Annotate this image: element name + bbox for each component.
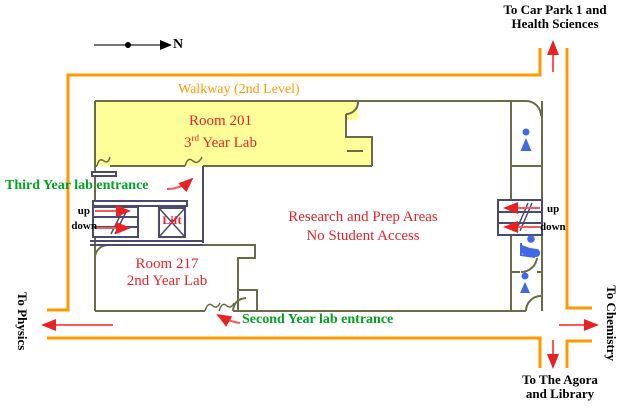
room201-fill [95,101,372,166]
third-year-entrance-label: Third Year lab entrance [5,178,149,193]
north-label: N [173,37,184,52]
right-stairs-down-label: down [540,221,566,233]
building-walls [94,100,543,312]
walkway-corridor-lines [47,48,592,368]
to-agora-label: To The Agora and Library [522,372,598,401]
male-toilet-icon-bottom [520,272,530,293]
walkway-label: Walkway (2nd Level) [178,82,300,97]
lift-shaft [158,207,186,238]
left-stairs-up-label: up [77,205,90,217]
second-entrance-arrow [216,313,241,327]
room201-label: Room 201 3rd Year Lab [184,113,257,151]
north-arrow [94,40,172,50]
third-entrance-arrow [166,177,194,193]
to-physics-label: To Physics [15,291,31,351]
to-car-park-label: To Car Park 1 and Health Sciences [503,2,607,31]
male-toilet-icon-top [520,128,532,151]
to-chemistry-label: To Chemistry [604,285,620,362]
right-staircase [497,199,543,236]
left-stair-landing [92,200,188,207]
room217-label: Room 217 2nd Year Lab [126,256,208,289]
lift-label: Lift [162,213,182,227]
accessible-toilet-icon [520,235,541,258]
left-stairs-down-label: down [71,220,97,232]
toilet-icons [520,128,541,293]
second-year-entrance-label: Second Year lab entrance [242,312,394,327]
right-stairs-up-label: up [547,203,560,215]
direction-arrows [41,40,599,369]
research-area-label: Research and Prep Areas No Student Acces… [288,209,438,244]
